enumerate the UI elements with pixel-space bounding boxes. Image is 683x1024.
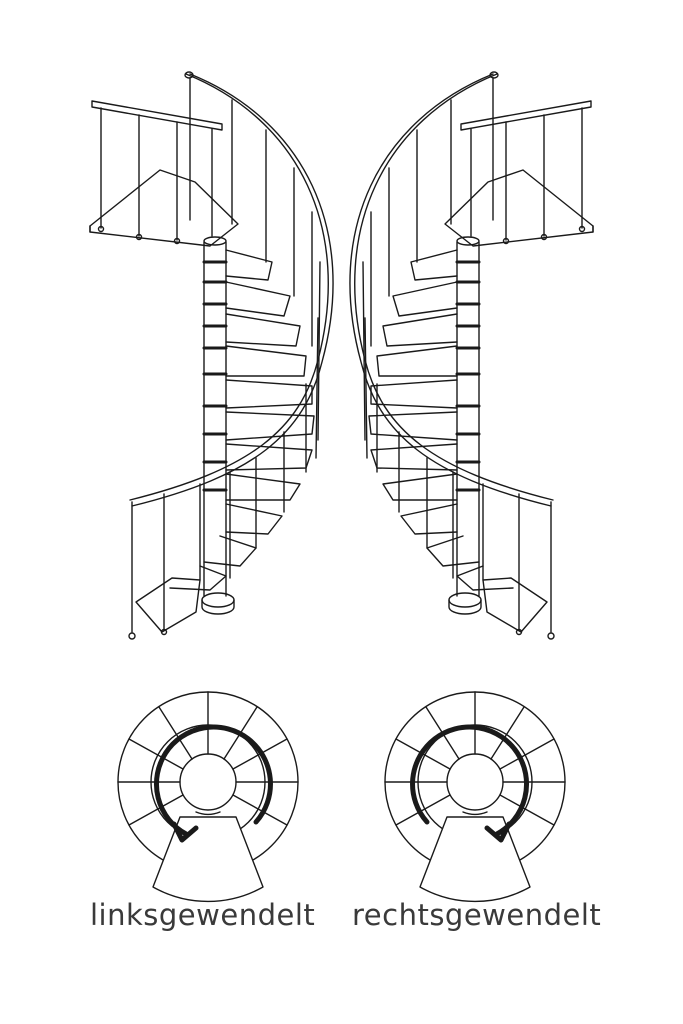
- plan-left-counterclockwise: [117, 691, 299, 903]
- staircase-right-drawing: [348, 70, 595, 641]
- staircase-left-drawing: [89, 71, 334, 640]
- label-links-gewendelt: linksgewendelt: [90, 898, 316, 932]
- plan-right-clockwise: [384, 691, 566, 903]
- label-rechts-gewendelt: rechtsgewendelt: [352, 898, 602, 932]
